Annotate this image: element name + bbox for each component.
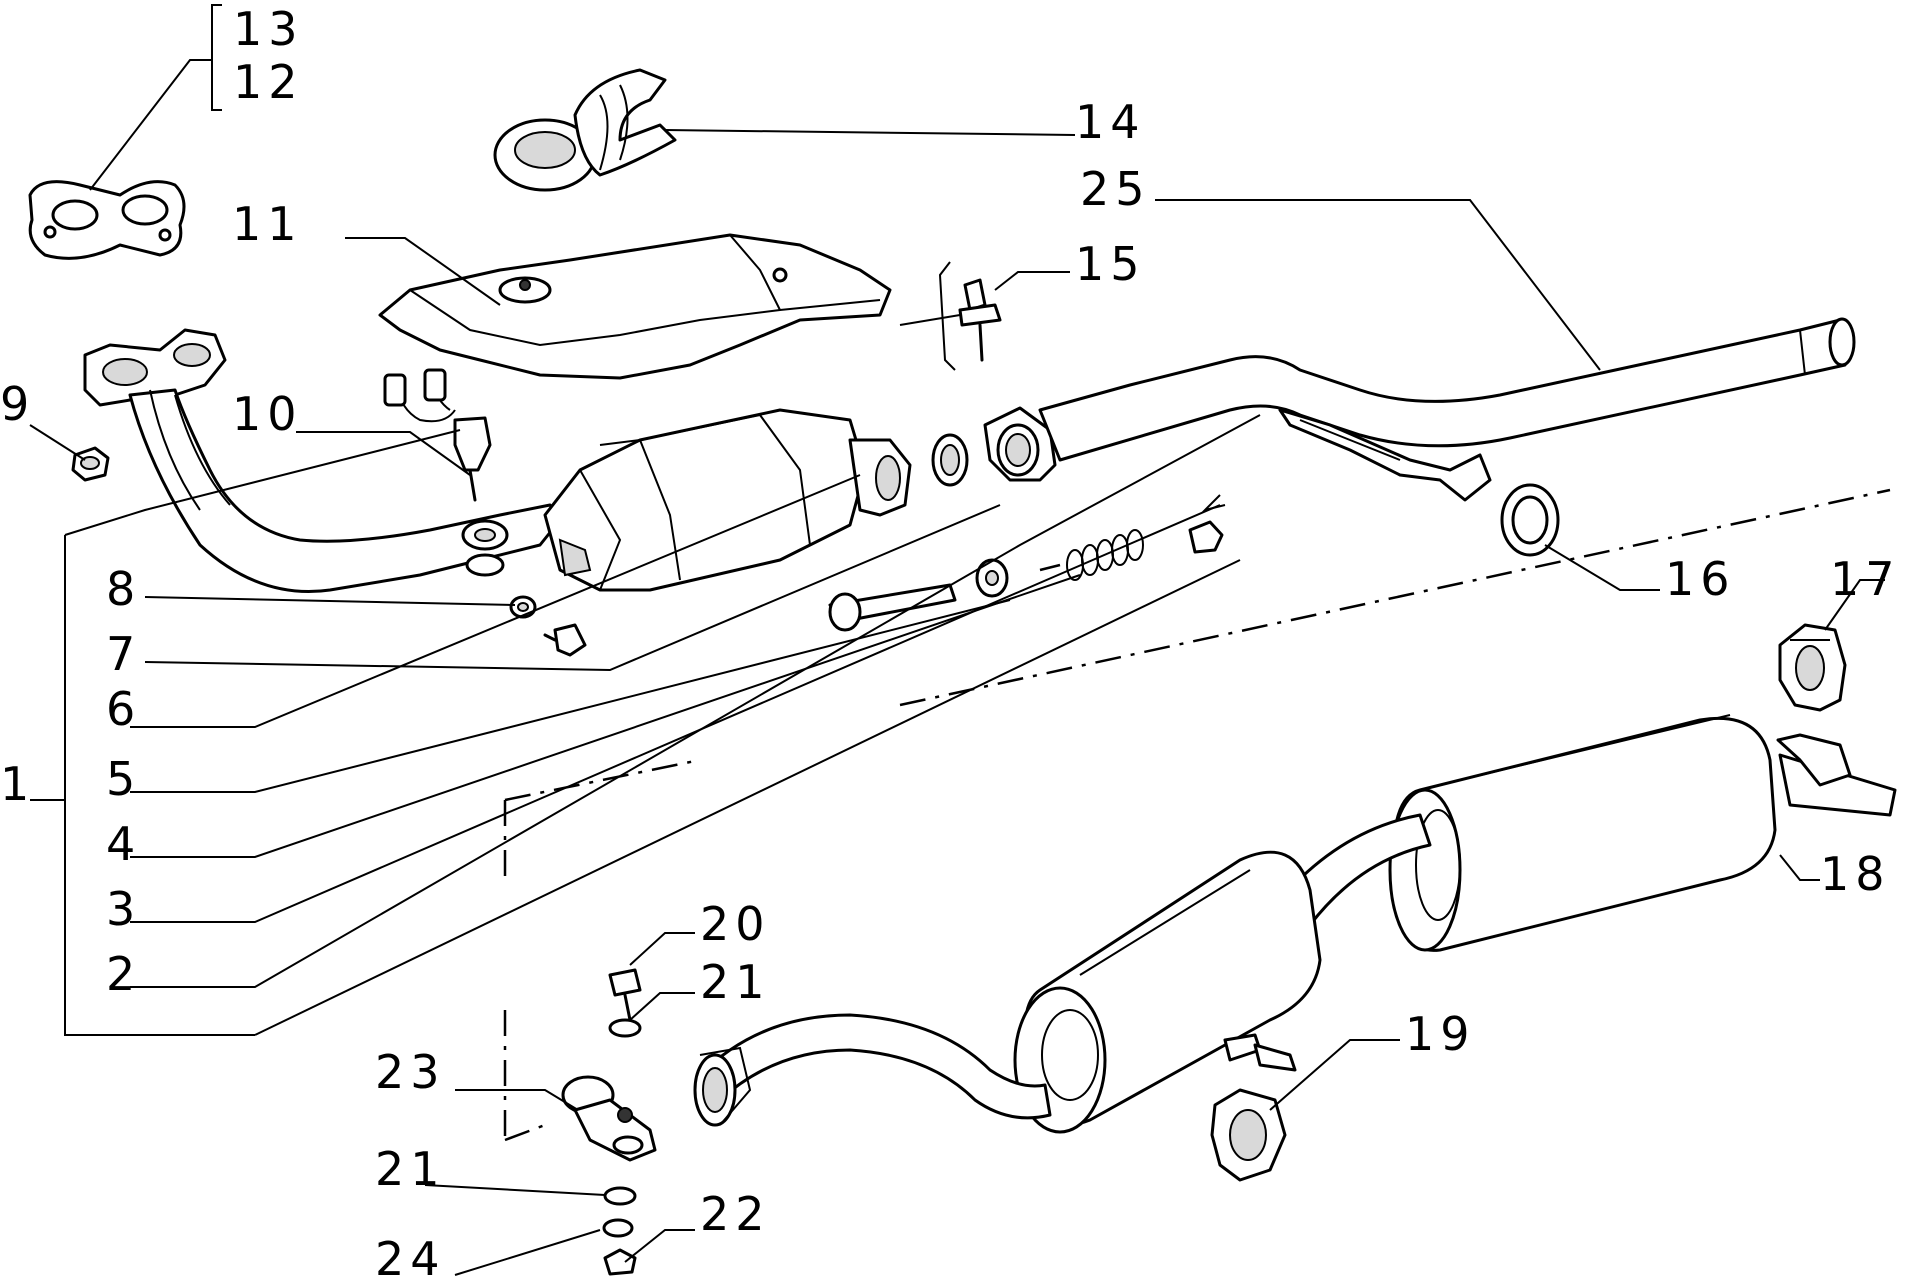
label-3: 3 <box>106 882 141 936</box>
part-washer-21-lower <box>603 1186 637 1206</box>
part-rear-silencer-18 <box>1388 714 1897 952</box>
label-7: 7 <box>106 627 141 681</box>
leader-lines <box>29 4 1885 1276</box>
part-nut-9 <box>71 446 110 482</box>
part-front-pipe-1 <box>83 328 562 594</box>
label-12: 12 <box>233 55 304 109</box>
label-20: 20 <box>700 897 771 951</box>
part-heat-shield-11 <box>378 233 892 380</box>
label-4: 4 <box>106 817 141 871</box>
label-21-lower: 21 <box>375 1142 446 1196</box>
label-15: 15 <box>1075 237 1146 291</box>
label-21-upper: 21 <box>700 955 771 1009</box>
label-9: 9 <box>0 377 35 431</box>
part-gasket-ring-6 <box>931 433 969 487</box>
label-19: 19 <box>1405 1007 1476 1061</box>
part-seal-ring-16 <box>1500 483 1560 557</box>
label-14: 14 <box>1075 95 1146 149</box>
part-spring-bolt-5 <box>828 583 957 632</box>
label-1: 1 <box>0 757 35 811</box>
label-2: 2 <box>106 947 141 1001</box>
part-washer-4 <box>975 558 1009 598</box>
label-8: 8 <box>106 562 141 616</box>
label-18: 18 <box>1820 847 1891 901</box>
part-gasket-12-13 <box>28 180 186 260</box>
label-11: 11 <box>232 197 303 251</box>
label-23: 23 <box>375 1045 446 1099</box>
label-16: 16 <box>1665 552 1736 606</box>
label-25: 25 <box>1080 162 1151 216</box>
part-nut-22 <box>603 1248 637 1276</box>
part-connecting-pipe <box>693 1013 1052 1127</box>
part-central-silencer <box>1013 813 1432 1134</box>
part-catalytic-converter <box>543 408 912 592</box>
label-6: 6 <box>106 682 141 736</box>
label-17: 17 <box>1830 552 1901 606</box>
part-lambda-sensor-10 <box>383 368 492 502</box>
label-22: 22 <box>700 1187 771 1241</box>
label-10: 10 <box>232 387 303 441</box>
part-intermediate-pipe-25 <box>983 317 1856 502</box>
label-24: 24 <box>375 1232 446 1279</box>
part-bolt-20 <box>608 968 642 1022</box>
part-rubber-mount-19 <box>1210 1088 1287 1182</box>
part-bolt-7 <box>543 623 587 657</box>
label-5: 5 <box>106 752 141 806</box>
part-clamp-23 <box>561 1075 657 1162</box>
part-washer-21-upper <box>608 1018 642 1038</box>
part-clamp-14 <box>493 68 677 192</box>
part-nut-2 <box>1188 520 1224 554</box>
part-washer-24 <box>602 1218 634 1238</box>
part-fastener-15 <box>899 261 1002 371</box>
label-13: 13 <box>233 2 304 56</box>
part-rubber-mount-17 <box>1778 623 1847 712</box>
part-washer-8 <box>509 595 537 619</box>
part-spring-3 <box>1039 529 1144 581</box>
